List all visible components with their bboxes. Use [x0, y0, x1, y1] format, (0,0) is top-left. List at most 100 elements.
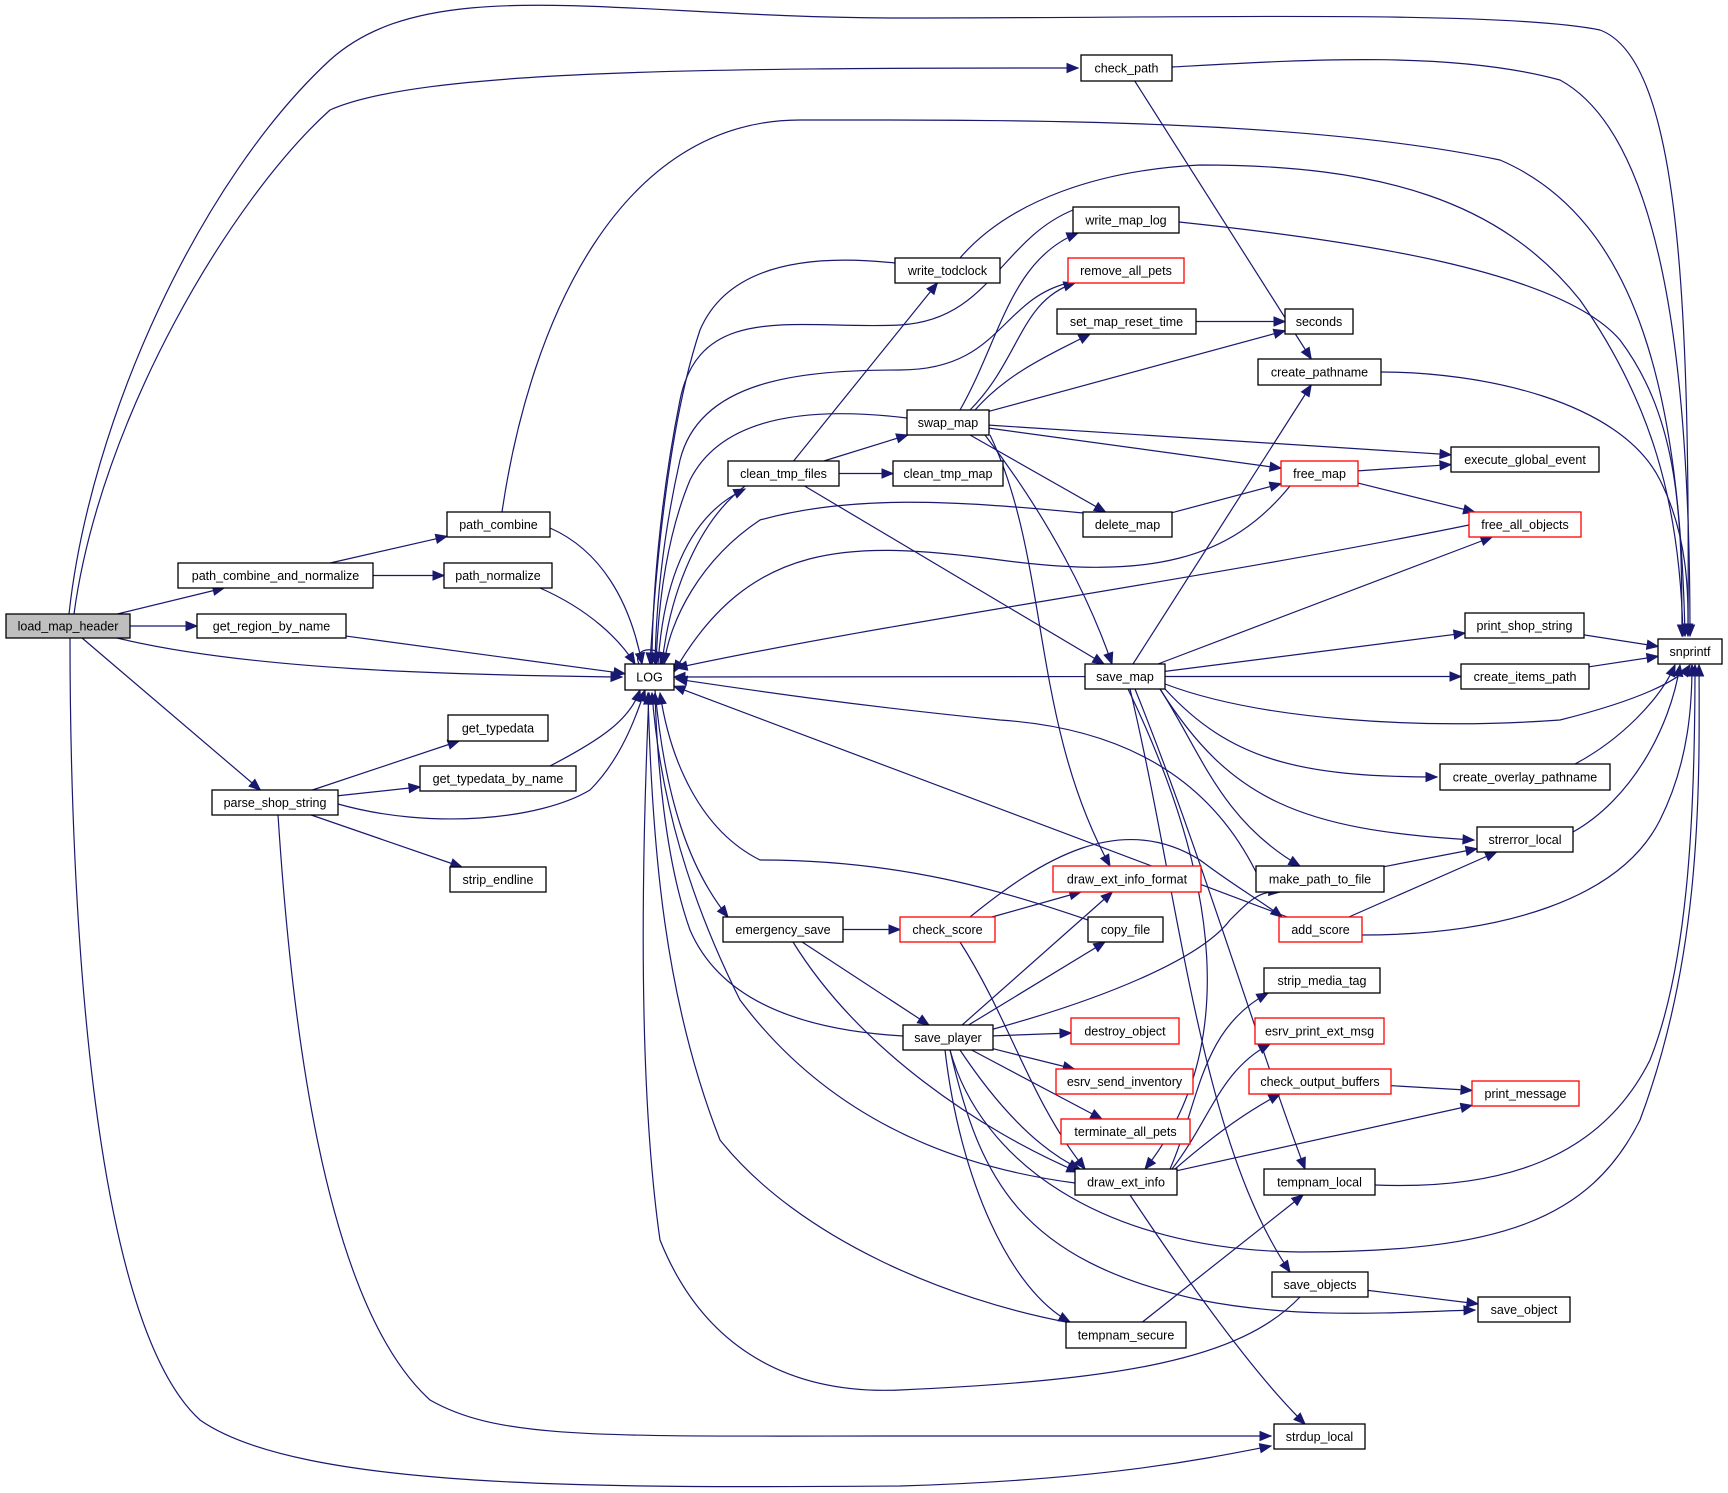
- node-make_path_to_file[interactable]: make_path_to_file: [1255, 865, 1385, 893]
- node-box[interactable]: [1074, 1168, 1178, 1196]
- node-box[interactable]: [1055, 1068, 1194, 1095]
- node-load_map_header[interactable]: load_map_header: [5, 613, 131, 639]
- node-box[interactable]: [1439, 763, 1611, 791]
- node-box[interactable]: [447, 714, 549, 742]
- node-box[interactable]: [1084, 663, 1166, 690]
- node-box[interactable]: [1056, 308, 1197, 335]
- node-print_shop_string[interactable]: print_shop_string: [1464, 612, 1585, 639]
- node-parse_shop_string[interactable]: parse_shop_string: [211, 789, 339, 816]
- node-box[interactable]: [727, 460, 840, 487]
- node-box[interactable]: [1254, 1017, 1385, 1045]
- node-box[interactable]: [1476, 826, 1574, 853]
- node-add_score[interactable]: add_score: [1278, 916, 1363, 943]
- node-destroy_object[interactable]: destroy_object: [1070, 1017, 1180, 1045]
- node-box[interactable]: [1278, 916, 1363, 943]
- node-box[interactable]: [1271, 1271, 1369, 1298]
- node-print_message[interactable]: print_message: [1471, 1080, 1580, 1107]
- node-save_objects[interactable]: save_objects: [1271, 1271, 1369, 1298]
- node-write_todclock[interactable]: write_todclock: [894, 257, 1001, 284]
- node-box[interactable]: [1248, 1068, 1392, 1095]
- node-box[interactable]: [1464, 612, 1585, 639]
- node-box[interactable]: [1087, 916, 1164, 943]
- node-box[interactable]: [1460, 663, 1590, 690]
- node-check_score[interactable]: check_score: [899, 916, 996, 943]
- node-box[interactable]: [419, 765, 577, 792]
- node-free_map[interactable]: free_map: [1280, 460, 1359, 487]
- node-get_region_by_name[interactable]: get_region_by_name: [196, 613, 347, 639]
- node-get_typedata[interactable]: get_typedata: [447, 714, 549, 742]
- node-box[interactable]: [1450, 446, 1600, 473]
- node-create_pathname[interactable]: create_pathname: [1257, 358, 1382, 386]
- node-box[interactable]: [1284, 308, 1354, 335]
- node-execute_global_event[interactable]: execute_global_event: [1450, 446, 1600, 473]
- node-box[interactable]: [443, 562, 553, 589]
- node-LOG[interactable]: LOG: [624, 663, 675, 691]
- node-tempnam_secure[interactable]: tempnam_secure: [1065, 1321, 1187, 1349]
- node-box[interactable]: [196, 613, 347, 639]
- node-terminate_all_pets[interactable]: terminate_all_pets: [1060, 1118, 1191, 1145]
- node-box[interactable]: [1657, 638, 1723, 665]
- node-clean_tmp_files[interactable]: clean_tmp_files: [727, 460, 840, 487]
- node-create_overlay_pathname[interactable]: create_overlay_pathname: [1439, 763, 1611, 791]
- node-strdup_local[interactable]: strdup_local: [1273, 1423, 1366, 1450]
- node-save_player[interactable]: save_player: [902, 1024, 994, 1051]
- node-box[interactable]: [1263, 1168, 1376, 1196]
- node-box[interactable]: [899, 916, 996, 943]
- node-check_path[interactable]: check_path: [1080, 54, 1173, 82]
- node-box[interactable]: [1070, 1017, 1180, 1045]
- node-strerror_local[interactable]: strerror_local: [1476, 826, 1574, 853]
- node-emergency_save[interactable]: emergency_save: [722, 916, 844, 943]
- node-strip_media_tag[interactable]: strip_media_tag: [1263, 967, 1381, 994]
- node-swap_map[interactable]: swap_map: [906, 409, 990, 436]
- node-box[interactable]: [1255, 865, 1385, 893]
- node-box[interactable]: [1080, 54, 1173, 82]
- node-box[interactable]: [1280, 460, 1359, 487]
- node-esrv_print_ext_msg[interactable]: esrv_print_ext_msg: [1254, 1017, 1385, 1045]
- node-tempnam_local[interactable]: tempnam_local: [1263, 1168, 1376, 1196]
- node-box[interactable]: [894, 257, 1001, 284]
- node-box[interactable]: [1257, 358, 1382, 386]
- node-copy_file[interactable]: copy_file: [1087, 916, 1164, 943]
- node-set_map_reset_time[interactable]: set_map_reset_time: [1056, 308, 1197, 335]
- node-box[interactable]: [1468, 511, 1582, 538]
- node-check_output_buffers[interactable]: check_output_buffers: [1248, 1068, 1392, 1095]
- node-create_items_path[interactable]: create_items_path: [1460, 663, 1590, 690]
- node-box[interactable]: [211, 789, 339, 816]
- node-seconds[interactable]: seconds: [1284, 308, 1354, 335]
- node-snprintf[interactable]: snprintf: [1657, 638, 1723, 665]
- node-save_object[interactable]: save_object: [1477, 1296, 1571, 1323]
- node-box[interactable]: [892, 460, 1004, 487]
- node-box[interactable]: [1273, 1423, 1366, 1450]
- node-path_normalize[interactable]: path_normalize: [443, 562, 553, 589]
- node-write_map_log[interactable]: write_map_log: [1072, 206, 1180, 234]
- node-box[interactable]: [1082, 511, 1173, 538]
- node-save_map[interactable]: save_map: [1084, 663, 1166, 690]
- node-draw_ext_info[interactable]: draw_ext_info: [1074, 1168, 1178, 1196]
- node-box[interactable]: [906, 409, 990, 436]
- node-box[interactable]: [1263, 967, 1381, 994]
- node-path_combine[interactable]: path_combine: [446, 511, 551, 538]
- node-clean_tmp_map[interactable]: clean_tmp_map: [892, 460, 1004, 487]
- node-box[interactable]: [1052, 865, 1202, 893]
- node-get_typedata_by_name[interactable]: get_typedata_by_name: [419, 765, 577, 792]
- node-strip_endline[interactable]: strip_endline: [449, 866, 547, 893]
- node-box[interactable]: [446, 511, 551, 538]
- node-delete_map[interactable]: delete_map: [1082, 511, 1173, 538]
- node-box[interactable]: [1067, 257, 1185, 284]
- node-esrv_send_inventory[interactable]: esrv_send_inventory: [1055, 1068, 1194, 1095]
- node-box[interactable]: [1471, 1080, 1580, 1107]
- node-box[interactable]: [1072, 206, 1180, 234]
- node-box[interactable]: [177, 562, 374, 589]
- node-box[interactable]: [1065, 1321, 1187, 1349]
- node-remove_all_pets[interactable]: remove_all_pets: [1067, 257, 1185, 284]
- node-box[interactable]: [902, 1024, 994, 1051]
- node-free_all_objects[interactable]: free_all_objects: [1468, 511, 1582, 538]
- node-box[interactable]: [624, 663, 675, 691]
- node-box[interactable]: [1477, 1296, 1571, 1323]
- node-box[interactable]: [1060, 1118, 1191, 1145]
- node-box[interactable]: [449, 866, 547, 893]
- node-path_combine_and_normalize[interactable]: path_combine_and_normalize: [177, 562, 374, 589]
- node-draw_ext_info_format[interactable]: draw_ext_info_format: [1052, 865, 1202, 893]
- node-box[interactable]: [722, 916, 844, 943]
- node-box[interactable]: [5, 613, 131, 639]
